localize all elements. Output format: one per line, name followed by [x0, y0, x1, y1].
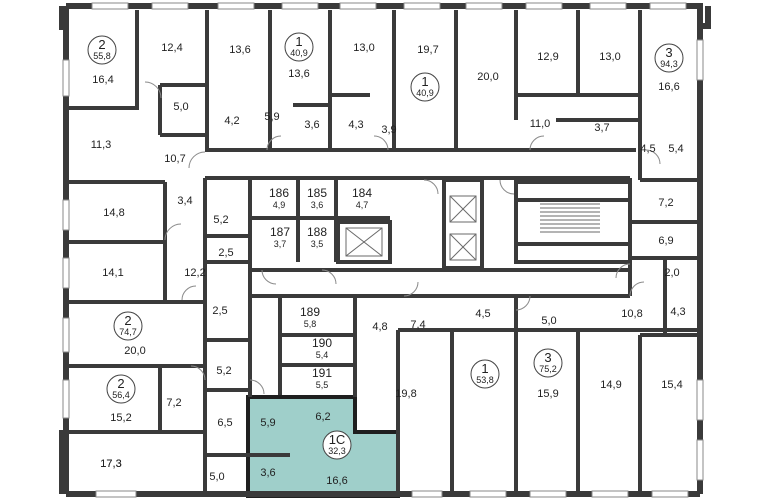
apartment-area-label: 32,3 — [328, 446, 346, 456]
room-area-label: 13,6 — [288, 68, 309, 80]
room-area-label: 16,4 — [92, 74, 113, 86]
room-area-label: 19,7 — [417, 44, 438, 56]
room-area-label: 4,5 — [640, 143, 655, 155]
door-swings — [144, 81, 661, 395]
room-area-label: 14,9 — [600, 379, 621, 391]
apartment-area-label: 56,4 — [112, 390, 130, 400]
apartment-badges — [87, 32, 684, 460]
room-area-label: 5,2 — [216, 365, 231, 377]
labels: 255,8140,9140,9394,3274,7256,4153,8375,2… — [91, 34, 686, 487]
room-area-label: 12,9 — [537, 51, 558, 63]
room-area-label: 2,0 — [664, 267, 679, 279]
room-area-label: 17,3 — [100, 458, 121, 470]
room-area-label: 5,9 — [260, 417, 275, 429]
room-area-label: 13,6 — [229, 44, 250, 56]
room-area-label: 5,0 — [541, 315, 556, 327]
room-area-label: 3,7 — [594, 122, 609, 134]
storage-area: 5,5 — [316, 380, 329, 390]
room-area-label: 4,8 — [372, 321, 387, 333]
storage-number: 190 — [312, 336, 332, 350]
interior-walls — [66, 10, 700, 494]
apartment-area-label: 94,3 — [660, 59, 678, 69]
storage-number: 188 — [307, 225, 327, 239]
apartment-area-label: 55,8 — [93, 51, 111, 61]
room-area-label: 4,3 — [670, 306, 685, 318]
windows — [62, 2, 704, 498]
room-area-label: 5,2 — [213, 214, 228, 226]
room-area-label: 7,2 — [658, 197, 673, 209]
apartment-area-label: 40,9 — [290, 48, 308, 58]
room-area-label: 5,4 — [668, 143, 683, 155]
room-area-label: 3,6 — [260, 467, 275, 479]
apartment-rooms-label: 2 — [98, 37, 105, 52]
room-area-label: 11,3 — [91, 139, 112, 151]
room-area-label: 15,9 — [537, 388, 558, 400]
room-area-label: 3,6 — [304, 119, 319, 131]
apartment-rooms-label: 2 — [124, 313, 131, 328]
room-area-label: 13,0 — [353, 42, 374, 54]
room-area-label: 2,5 — [218, 247, 233, 259]
room-area-label: 16,6 — [658, 81, 679, 93]
storage-area: 4,9 — [273, 200, 286, 210]
apartment-area-label: 53,8 — [476, 375, 494, 385]
room-area-label: 14,1 — [102, 267, 123, 279]
storage-area: 4,7 — [356, 200, 369, 210]
room-area-label: 3,9 — [381, 124, 396, 136]
apartment-rooms-label: 2 — [117, 376, 124, 391]
storage-number: 185 — [307, 186, 327, 200]
room-area-label: 10,8 — [621, 308, 642, 320]
apartment-rooms-label: 1С — [329, 432, 346, 447]
apartment-area-label: 75,2 — [539, 364, 557, 374]
apartment-rooms-label: 1 — [295, 34, 302, 49]
storage-area: 5,8 — [304, 319, 317, 329]
storage-number: 184 — [352, 186, 372, 200]
room-area-label: 14,8 — [103, 207, 124, 219]
room-area-label: 12,4 — [161, 42, 182, 54]
room-area-label: 5,0 — [209, 471, 224, 483]
apartment-rooms-label: 3 — [665, 45, 672, 60]
room-area-label: 4,2 — [224, 115, 239, 127]
room-area-label: 19,8 — [395, 388, 416, 400]
room-area-label: 11,0 — [530, 118, 551, 130]
storage-area: 3,5 — [311, 239, 324, 249]
elevator-shafts — [345, 195, 477, 261]
storage-number: 189 — [300, 305, 320, 319]
room-area-label: 3,4 — [177, 195, 192, 207]
room-area-label: 13,0 — [599, 51, 620, 63]
apartment-rooms-label: 3 — [544, 350, 551, 365]
room-area-label: 4,3 — [348, 119, 363, 131]
storage-number: 186 — [269, 186, 289, 200]
room-area-label: 20,0 — [124, 345, 145, 357]
storage-number: 191 — [312, 366, 332, 380]
room-area-label: 5,9 — [264, 111, 279, 123]
room-area-label: 6,9 — [658, 235, 673, 247]
room-area-label: 4,5 — [475, 308, 490, 320]
storage-number: 187 — [270, 225, 290, 239]
room-area-label: 6,2 — [315, 411, 330, 423]
apartment-area-label: 40,9 — [416, 88, 434, 98]
apartment-rooms-label: 1 — [421, 74, 428, 89]
room-area-label: 5,0 — [173, 101, 188, 113]
room-area-label: 17,3 — [100, 458, 121, 470]
storage-area: 3,7 — [274, 239, 287, 249]
apartment-area-label: 74,7 — [119, 327, 137, 337]
room-area-label: 16,6 — [326, 475, 347, 487]
apartment-rooms-label: 1 — [481, 361, 488, 376]
room-area-label: 12,2 — [184, 267, 205, 279]
storage-area: 5,4 — [316, 350, 329, 360]
room-area-label: 2,5 — [212, 305, 227, 317]
room-area-label: 6,5 — [217, 417, 232, 429]
room-area-label: 7,2 — [166, 397, 181, 409]
stair — [540, 203, 600, 233]
room-area-label: 20,0 — [477, 71, 498, 83]
room-area-label: 7,4 — [410, 319, 425, 331]
room-area-label: 10,7 — [164, 153, 185, 165]
storage-area: 3,6 — [311, 200, 324, 210]
room-area-label: 15,2 — [110, 412, 131, 424]
room-area-label: 15,4 — [661, 379, 682, 391]
